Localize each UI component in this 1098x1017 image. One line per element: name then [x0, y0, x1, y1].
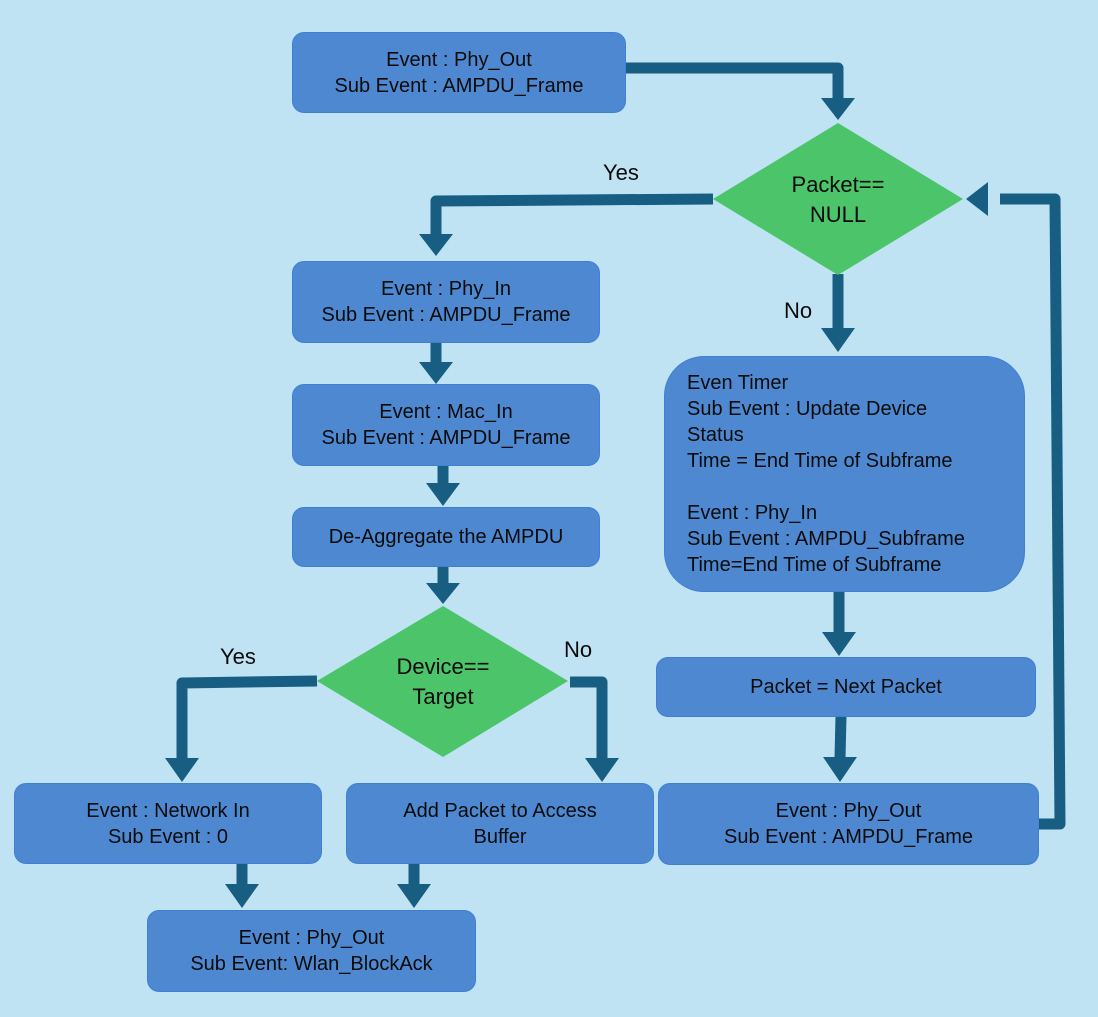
decision-device-target-line-2: Target [412, 684, 474, 709]
node-timer-line-2: Sub Event : Update Device [687, 398, 928, 420]
node-phy-out-loop-line-2: Sub Event : AMPDU_Frame [724, 826, 973, 848]
connector-start-to-null [625, 62, 844, 100]
arrowhead-target-yes [165, 758, 199, 782]
node-timer-line-8: Time=End Time of Subframe [687, 554, 942, 576]
node-network-in-line-2: Sub Event : 0 [107, 825, 229, 848]
arrowhead-network-to-blockack [225, 884, 259, 908]
node-add-packet-line-2: Buffer [473, 825, 527, 848]
edge-label-null-yes: Yes [603, 160, 639, 185]
node-timer-line-4: Time = End Time of Subframe [687, 450, 953, 472]
connector-null-yes-to-phy-in [430, 193, 714, 236]
node-add-packet: Add Packet to Access Buffer [346, 783, 654, 864]
node-timer-line-7: Sub Event : AMPDU_Subframe [687, 528, 965, 550]
arrowhead-phy-in-to-mac-in [419, 362, 453, 384]
arrowhead-deagg-to-target [426, 583, 460, 604]
node-start: Event : Phy_Out Sub Event : AMPDU_Frame [292, 32, 626, 113]
arrowhead-null-no [821, 328, 855, 352]
connector-target-yes-to-network [176, 675, 318, 758]
connector-target-no-to-add [570, 676, 608, 758]
node-blockack-line-2: Sub Event: Wlan_BlockAck [190, 953, 433, 975]
node-next-packet-line-1: Packet = Next Packet [750, 676, 942, 698]
node-mac-in-line-2: Sub Event : AMPDU_Frame [321, 427, 571, 449]
node-mac-in: Event : Mac_In Sub Event : AMPDU_Frame [292, 384, 600, 466]
node-timer-line-1: Even Timer [687, 372, 789, 394]
edge-label-target-no: No [564, 637, 593, 662]
node-blockack: Event : Phy_Out Sub Event: Wlan_BlockAck [147, 910, 476, 992]
node-network-in-line-1: Event : Network In [86, 799, 250, 822]
decision-device-target-shape [317, 606, 568, 757]
connector-loop-back [1000, 193, 1066, 830]
node-timer-line-6: Event : Phy_In [687, 502, 818, 524]
node-mac-in-line-1: Event : Mac_In [379, 401, 513, 423]
decision-packet-null: Packet== NULL [763, 160, 913, 240]
arrowhead-start-to-null [821, 98, 855, 120]
node-start-line-1: Event : Phy_Out [386, 48, 532, 71]
arrowhead-timer-to-next [822, 632, 856, 656]
node-blockack-line-1: Event : Phy_Out [238, 927, 385, 949]
node-phy-in: Event : Phy_In Sub Event : AMPDU_Frame [292, 261, 600, 343]
decision-device-target: Device== Target [368, 642, 518, 722]
node-phy-out-loop: Event : Phy_Out Sub Event : AMPDU_Frame [658, 783, 1039, 865]
decision-packet-null-line-1: Packet== [791, 172, 885, 197]
edge-label-null-no: No [784, 298, 813, 323]
decision-packet-null-line-2: NULL [809, 202, 867, 227]
edge-label-target-yes: Yes [220, 644, 256, 669]
node-phy-out-loop-line-1: Event : Phy_Out [775, 800, 922, 822]
node-start-line-2: Sub Event : AMPDU_Frame [334, 74, 584, 97]
node-network-in: Event : Network In Sub Event : 0 [14, 783, 322, 864]
decision-packet-null-shape [713, 123, 963, 275]
arrowhead-null-yes [419, 234, 453, 256]
arrowhead-loop-back [966, 182, 988, 216]
node-timer-block: Even Timer Sub Event : Update Device Sta… [664, 356, 1025, 592]
node-phy-in-line-2: Sub Event : AMPDU_Frame [321, 304, 571, 326]
node-next-packet: Packet = Next Packet [656, 657, 1036, 717]
arrowhead-target-no [585, 758, 619, 782]
node-phy-in-line-1: Event : Phy_In [380, 278, 512, 300]
connector-next-to-phyout [834, 715, 847, 759]
node-add-packet-line-1: Add Packet to Access [403, 799, 597, 822]
arrowhead-mac-in-to-deagg [426, 483, 460, 506]
node-timer-line-3: Status [687, 424, 744, 446]
node-deaggregate: De-Aggregate the AMPDU [292, 507, 600, 567]
decision-device-target-line-1: Device== [396, 654, 490, 679]
arrowhead-add-to-blockack [397, 884, 431, 908]
node-deaggregate-line-1: De-Aggregate the AMPDU [328, 526, 564, 548]
arrowhead-next-to-phyout [823, 757, 857, 782]
